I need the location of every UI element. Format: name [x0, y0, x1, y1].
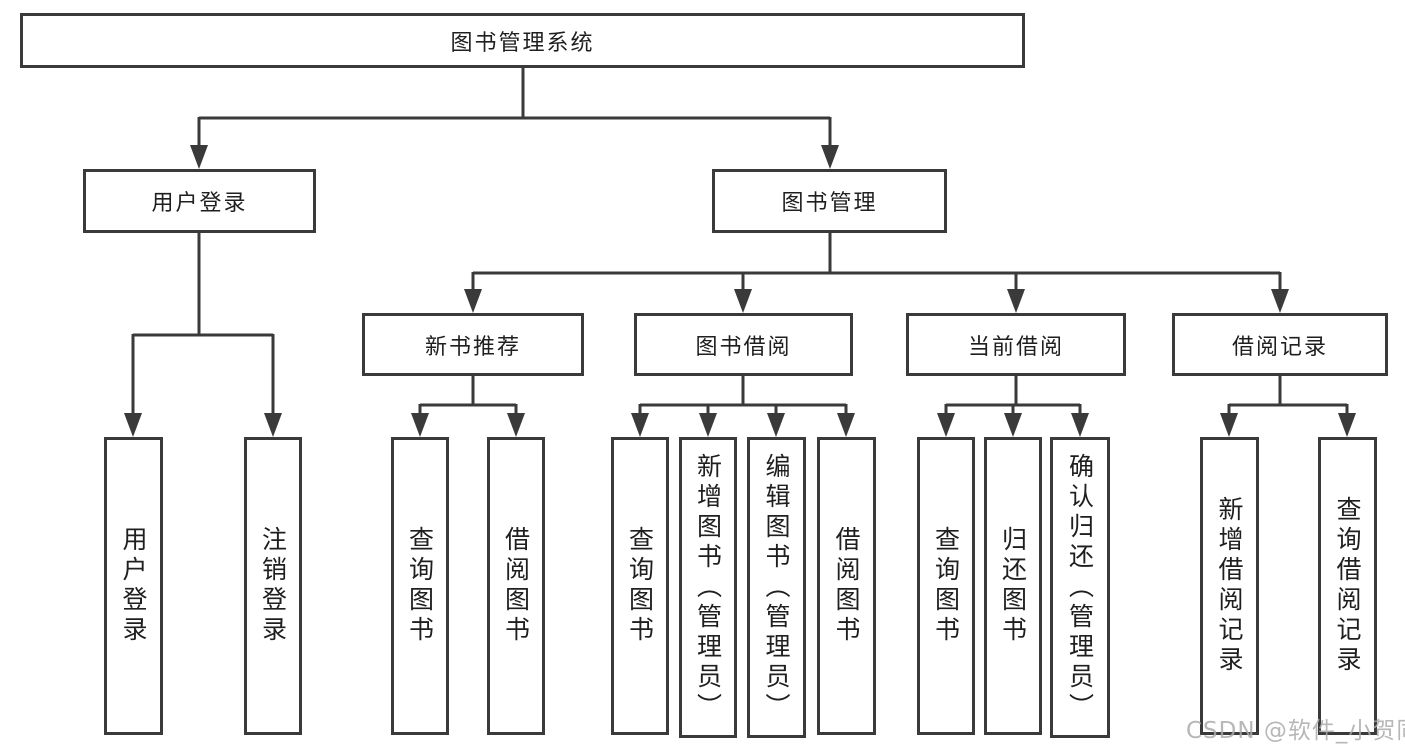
- node-borrowing-records: 借阅记录: [1172, 313, 1388, 376]
- leaf-query-books-borrowing-label: 查询图书: [625, 526, 655, 646]
- leaf-query-books-current: 查询图书: [917, 437, 975, 735]
- watermark: CSDN @软件_小贺同学: [1186, 718, 1405, 744]
- node-user-login: 用户登录: [83, 169, 316, 233]
- leaf-add-books-admin: 新增图书（管理员）: [679, 437, 737, 738]
- leaf-query-books-recommend-label: 查询图书: [405, 526, 435, 646]
- leaf-return-books: 归还图书: [984, 437, 1042, 735]
- node-book-management: 图书管理: [712, 169, 947, 233]
- leaf-add-borrow-record: 新增借阅记录: [1200, 437, 1259, 735]
- leaf-add-books-admin-label: 新增图书（管理员）: [693, 452, 723, 723]
- leaf-return-books-label: 归还图书: [998, 526, 1028, 646]
- leaf-query-books-current-label: 查询图书: [931, 526, 961, 646]
- leaf-logout-label: 注销登录: [258, 526, 288, 646]
- leaf-query-borrow-record: 查询借阅记录: [1318, 437, 1377, 735]
- node-library-management-system: 图书管理系统: [20, 13, 1025, 68]
- leaf-confirm-return-admin: 确认归还（管理员）: [1050, 437, 1110, 738]
- leaf-logout: 注销登录: [244, 437, 302, 735]
- leaf-confirm-return-admin-label: 确认归还（管理员）: [1065, 452, 1095, 723]
- node-book-borrowing: 图书借阅: [634, 313, 853, 376]
- leaf-edit-books-admin-label: 编辑图书（管理员）: [762, 452, 791, 723]
- leaf-borrow-books-borrowing-label: 借阅图书: [832, 526, 861, 646]
- leaf-user-login-label: 用户登录: [119, 526, 148, 646]
- leaf-borrow-books-borrowing: 借阅图书: [817, 437, 876, 735]
- leaf-query-books-borrowing: 查询图书: [611, 437, 669, 735]
- leaf-borrow-books-recommend-label: 借阅图书: [501, 526, 531, 646]
- leaf-borrow-books-recommend: 借阅图书: [487, 437, 545, 735]
- node-current-borrowing: 当前借阅: [906, 313, 1126, 376]
- leaf-user-login: 用户登录: [104, 437, 163, 735]
- node-new-book-recommendation: 新书推荐: [362, 313, 584, 376]
- leaf-query-books-recommend: 查询图书: [391, 437, 449, 735]
- leaf-query-borrow-record-label: 查询借阅记录: [1333, 496, 1362, 676]
- leaf-add-borrow-record-label: 新增借阅记录: [1215, 496, 1244, 676]
- leaf-edit-books-admin: 编辑图书（管理员）: [747, 437, 806, 738]
